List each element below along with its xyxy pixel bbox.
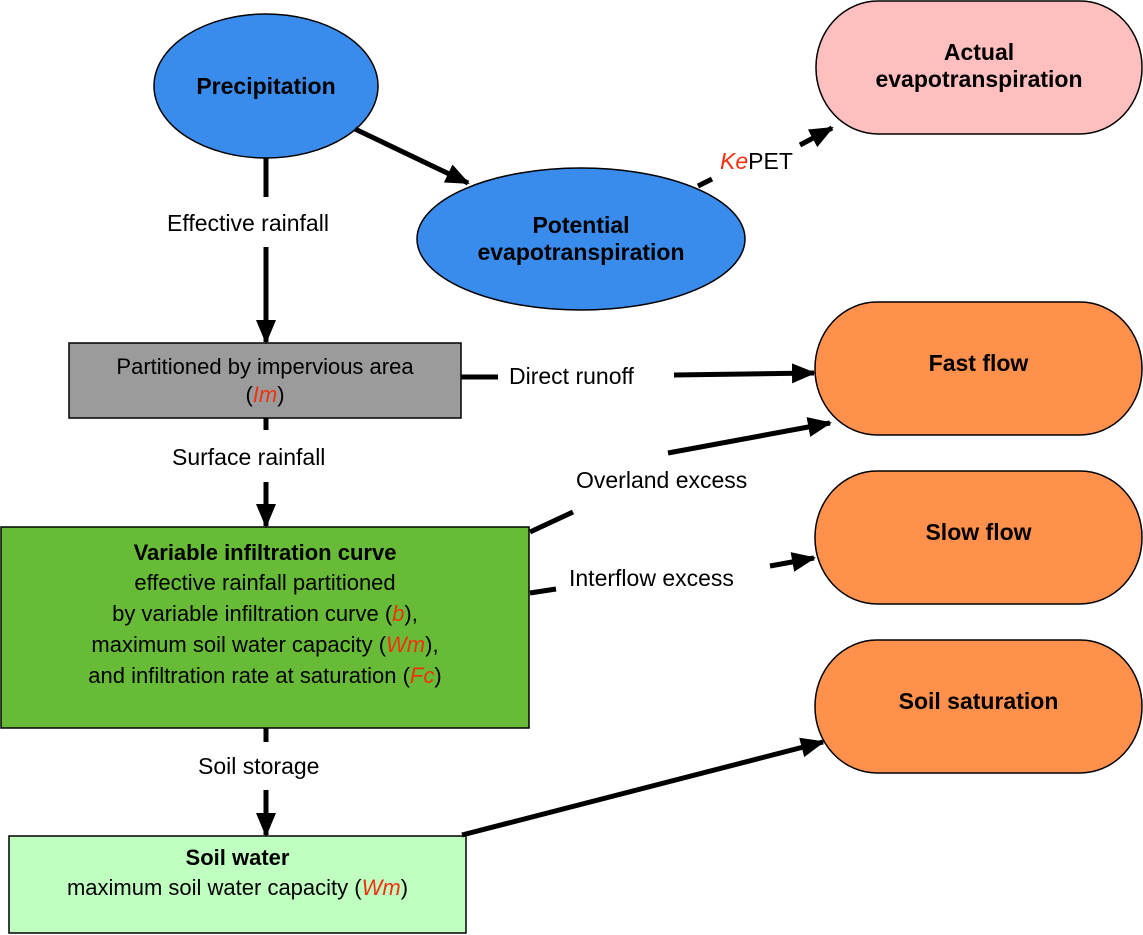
vic-line2-text: by variable infiltration curve ( [112,601,393,626]
param-b: b [392,601,405,626]
vic-line3-text: maximum soil water capacity ( [91,632,387,657]
precipitation-label: Precipitation [196,72,336,99]
impervious-box[interactable] [68,342,462,419]
overland-excess-label: Overland excess [570,467,754,494]
direct-runoff-label: Direct runoff [503,363,640,390]
vic-node[interactable]: Variable infiltration curve effective ra… [1,527,529,728]
aet-shape[interactable] [815,0,1143,135]
vic-line1: effective rainfall partitioned [134,570,396,595]
aet-label-line2: evapotranspiration [875,66,1083,92]
aet-label-line1: Actual [943,39,1015,65]
pet-label-line1: Potential [532,212,630,238]
param-wm-soil: Wm [361,875,401,900]
precipitation-node[interactable]: Precipitation [154,14,378,158]
vic-title: Variable infiltration curve [133,540,397,565]
soil-water-text: maximum soil water capacity ( [66,875,362,900]
kepet-label: KePET [714,148,799,175]
param-ke: Ke [720,148,749,174]
param-fc: Fc [409,663,435,688]
edge-overland-start [528,509,575,535]
vic-line4-text: and infiltration rate at saturation ( [88,663,410,688]
vic-line3-end: ), [425,632,439,657]
edge-kepet-end [798,125,834,148]
impervious-label: Partitioned by impervious area [116,353,414,379]
edge-interflow-end [769,552,816,572]
soil-water-line: maximum soil water capacity (Wm) [67,872,408,904]
pet-node[interactable]: Potential evapotranspiration [417,168,745,310]
edge-kepet-start [696,176,714,189]
vic-line4-end: ) [434,663,442,688]
pet-label-line2: evapotranspiration [477,239,685,265]
soil-water-node[interactable]: Soil water maximum soil water capacity (… [9,836,466,933]
vic-line2: by variable infiltration curve (b), [112,598,418,629]
param-wm: Wm [386,632,426,657]
soil-saturation-label: Soil saturation [898,688,1059,714]
edge-precip-to-pet [353,126,470,186]
edge-interflow-start [529,586,557,596]
slow-flow-label: Slow flow [925,519,1032,545]
fast-flow-label: Fast flow [928,350,1029,376]
paren-close: ) [277,381,285,407]
soil-saturation-shape[interactable] [814,639,1143,774]
effective-rainfall-label: Effective rainfall [161,210,335,237]
paren-open: ( [245,381,253,407]
edge-overland-end [667,417,832,456]
vic-line3: maximum soil water capacity (Wm), [91,629,438,660]
vic-line4: and infiltration rate at saturation (Fc) [88,660,441,691]
param-im: Im [252,381,278,407]
edge-direct-runoff-end [673,363,816,384]
impervious-node[interactable]: Partitioned by impervious area (Im) [69,343,461,418]
soil-water-box[interactable] [8,835,467,934]
slow-flow-shape[interactable] [814,470,1143,605]
fast-flow-node[interactable]: Fast flow [815,302,1142,435]
impervious-param-line: (Im) [245,381,284,409]
edge-soil-saturation [461,737,825,838]
slow-flow-node[interactable]: Slow flow [815,471,1142,604]
soil-water-title: Soil water [185,845,290,870]
interflow-excess-label: Interflow excess [563,565,740,592]
soil-saturation-node[interactable]: Soil saturation [815,640,1142,773]
surface-rainfall-label: Surface rainfall [166,444,332,471]
pet-abbrev: PET [748,148,793,174]
soil-water-end: ) [400,875,409,900]
vic-box[interactable] [0,526,530,729]
vic-line2-end: ), [404,601,418,626]
pet-ellipse[interactable] [416,167,746,311]
aet-node[interactable]: Actual evapotranspiration [816,1,1142,134]
soil-storage-label: Soil storage [192,753,326,780]
